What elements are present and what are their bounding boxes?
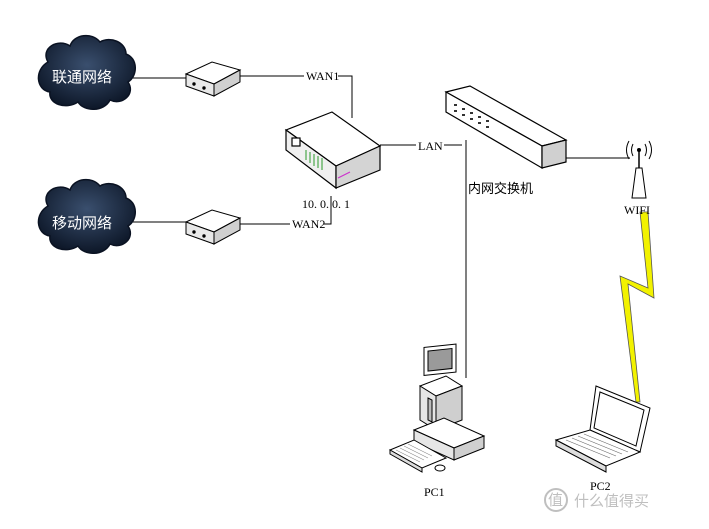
cloud-mobile-label: 移动网络 (52, 214, 112, 232)
label-wan2: WAN2 (292, 217, 325, 231)
pc1-desktop (388, 343, 486, 473)
cloud-unicom: 联通网络 (37, 34, 136, 110)
modem-1 (184, 61, 242, 97)
line-wan1 (240, 75, 353, 118)
watermark-logo-icon (544, 488, 568, 512)
watermark-text: 什么值得买 (574, 492, 649, 510)
label-wan1: WAN1 (306, 69, 339, 83)
switch-label: 内网交换机 (468, 181, 533, 197)
cloud-mobile-shape (37, 178, 136, 254)
lightning-icon (619, 211, 655, 403)
label-lan: LAN (418, 139, 443, 153)
link-labels: WAN1 WAN2 LAN (290, 68, 444, 231)
wifi-ap (626, 140, 652, 199)
line-wan2 (240, 196, 332, 225)
pc2-laptop (554, 385, 651, 473)
modem-2 (184, 209, 242, 245)
router-ip-label: 10. 0. 0. 1 (302, 197, 350, 211)
watermark-logo-glyph: 值 (548, 491, 563, 509)
pc1-label: PC1 (424, 485, 445, 499)
cloud-mobile: 移动网络 (37, 178, 136, 254)
watermark: 值 什么值得买 (544, 488, 649, 512)
switch (444, 85, 568, 170)
pc2-label: PC2 (590, 479, 611, 493)
cloud-unicom-label: 联通网络 (52, 68, 112, 86)
cloud-unicom-shape (37, 34, 136, 110)
router (284, 111, 382, 190)
wifi-label: WIFI (624, 203, 650, 217)
